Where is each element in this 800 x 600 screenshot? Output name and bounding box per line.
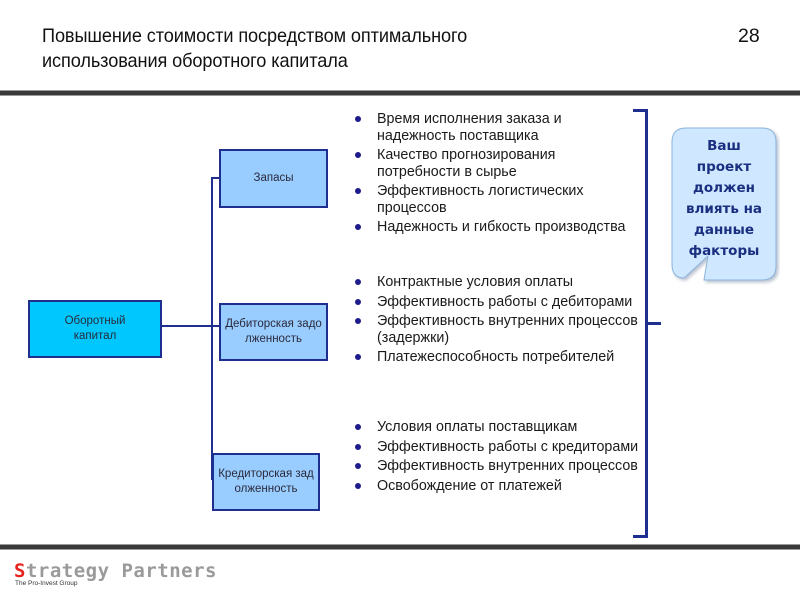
payables-box: Кредиторская задолженность: [212, 453, 320, 511]
working-capital-box: Оборотный капитал: [28, 300, 162, 358]
bullet-icon: [355, 443, 361, 450]
payables-label: Кредиторская задолженность: [218, 468, 314, 495]
connector-inventory: [211, 177, 220, 179]
callout-bubble: Ваш проект должен влиять на данные факто…: [668, 126, 780, 286]
working-capital-label: Оборотный капитал: [64, 315, 126, 342]
bullet-icon: [355, 354, 361, 360]
inventory-box: Запасы: [219, 149, 328, 208]
bullet-icon: [355, 482, 361, 489]
receivables-label: Дебиторская задолженность: [225, 318, 322, 345]
factor-item: Надежность и гибкость производства: [355, 219, 640, 236]
page-number: 28: [738, 25, 760, 47]
slide-title: Повышение стоимости посредством оптималь…: [42, 24, 637, 74]
connector-root: [162, 325, 219, 327]
callout-text: Ваш проект должен влиять на данные факто…: [685, 138, 763, 259]
bullet-icon: [355, 318, 361, 324]
factor-item: Эффективность внутренних процессов (заде…: [355, 313, 640, 346]
factor-item: Эффективность логистических процессов: [355, 183, 640, 216]
factor-item: Качество прогнозирования потребности в с…: [355, 147, 640, 180]
slide-title-line-2: использования оборотного капитала: [42, 50, 348, 72]
bullet-icon: [355, 279, 361, 285]
bullet-icon: [355, 298, 361, 305]
factor-item: Время исполнения заказа и надежность пос…: [355, 111, 640, 144]
header-divider: [0, 90, 800, 96]
factor-item: Платежеспособность потребителей: [355, 349, 640, 366]
logo-wordmark: Strategy Partners: [14, 560, 217, 582]
factor-item: Освобождение от платежей: [355, 478, 640, 495]
bullet-icon: [355, 424, 361, 430]
company-logo: Strategy Partners The Pro-Invest Group: [14, 560, 217, 588]
factor-item: Контрактные условия оплаты: [355, 274, 640, 291]
factor-item: Условия оплаты поставщикам: [355, 419, 640, 436]
footer-divider: [0, 544, 800, 550]
payables-factors-list: Условия оплаты поставщикам Эффективность…: [355, 419, 640, 497]
logo-rest: trategy Partners: [25, 560, 217, 582]
callout-shape: [671, 127, 777, 281]
bullet-icon: [355, 188, 361, 194]
factor-item: Эффективность работы с кредиторами: [355, 439, 640, 456]
logo-accent-letter: S: [14, 560, 26, 582]
bracket-top: [633, 109, 648, 112]
inventory-factors-list: Время исполнения заказа и надежность пос…: [355, 111, 640, 239]
bracket-tick: [645, 322, 661, 325]
factor-item: Эффективность внутренних процессов: [355, 458, 640, 475]
bullet-icon: [355, 152, 361, 158]
logo-tagline: The Pro-Invest Group: [15, 580, 78, 587]
slide-title-line-1: Повышение стоимости посредством оптималь…: [42, 25, 468, 47]
bullet-icon: [355, 116, 361, 122]
factor-item: Эффективность работы с дебиторами: [355, 294, 640, 311]
bullet-icon: [355, 224, 361, 230]
receivables-box: Дебиторская задолженность: [219, 303, 328, 361]
receivables-factors-list: Контрактные условия оплаты Эффективность…: [355, 274, 640, 369]
bracket-bottom: [633, 535, 648, 538]
connector-vertical: [211, 178, 213, 480]
inventory-label: Запасы: [253, 172, 294, 184]
bullet-icon: [355, 463, 361, 469]
